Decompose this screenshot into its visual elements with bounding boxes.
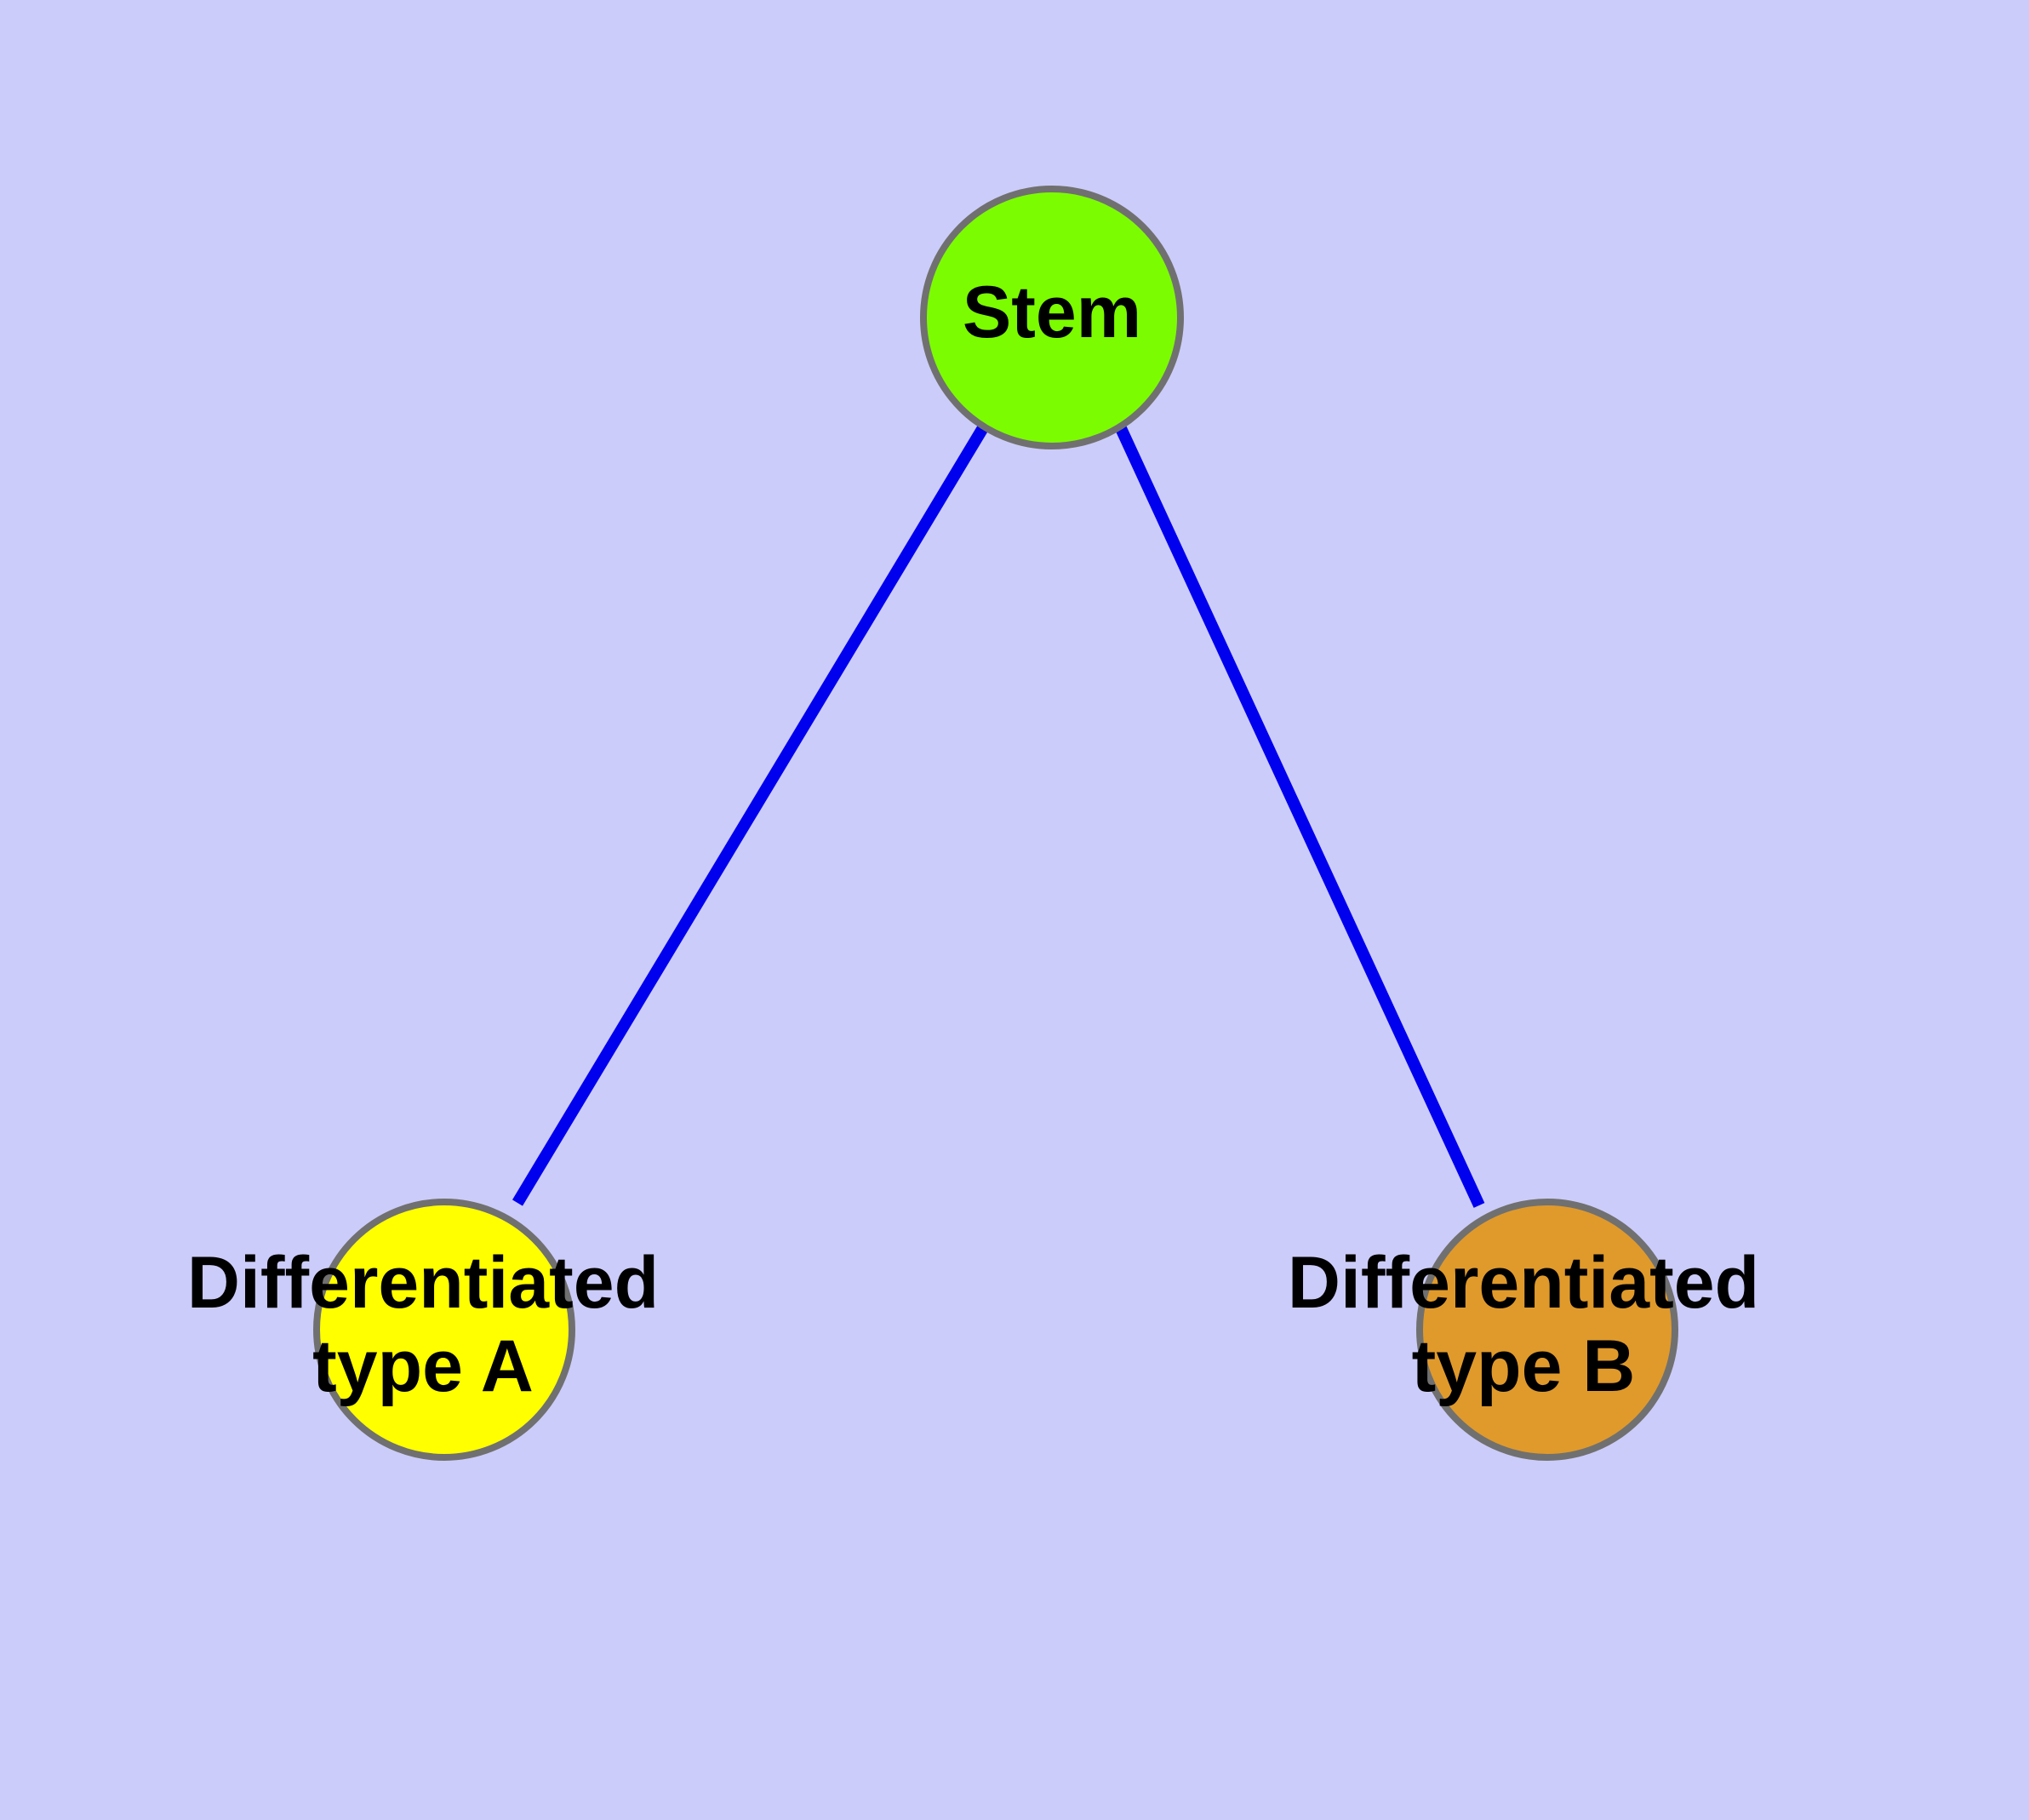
graph-edge-stem-to-diff-a — [512, 423, 990, 1206]
node-label-line: type B — [1412, 1325, 1636, 1407]
edges-group — [512, 423, 1485, 1208]
node-label-line: type A — [312, 1325, 534, 1407]
graph-edge-stem-to-diff-b — [1114, 424, 1485, 1208]
node-label-line: Differentiated — [1288, 1242, 1759, 1324]
node-label-stem: Stem — [963, 272, 1141, 353]
graph-node-stem[interactable] — [920, 186, 1184, 449]
node-label-line: Differentiated — [187, 1242, 659, 1324]
graph-node-diff-b[interactable] — [1416, 1199, 1678, 1461]
node-label-line: Stem — [963, 272, 1141, 353]
nodes-group — [313, 186, 1678, 1461]
graph-node-diff-a[interactable] — [313, 1199, 575, 1461]
